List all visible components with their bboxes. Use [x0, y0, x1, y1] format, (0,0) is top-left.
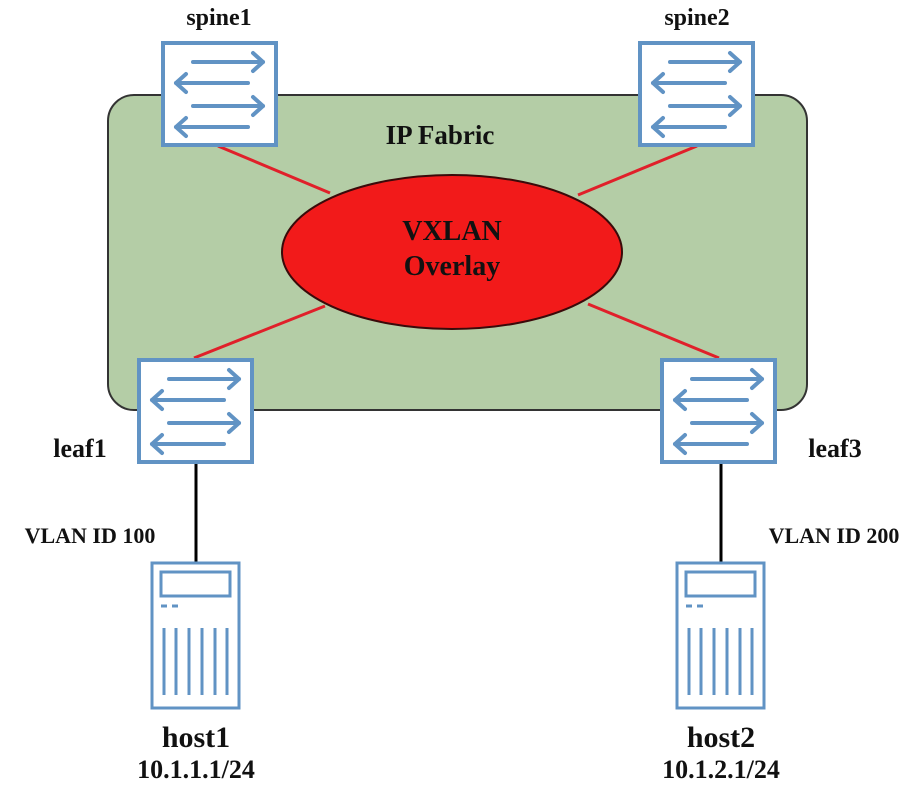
spine2-switch[interactable] [638, 41, 755, 147]
spine1-label: spine1 [186, 5, 251, 31]
leaf1-vlan-label: VLAN ID 100 [25, 523, 156, 548]
switch-icon [660, 358, 777, 464]
switch-icon [137, 358, 254, 464]
link-spine1-overlay [217, 144, 331, 195]
host1-server[interactable] [150, 561, 241, 710]
overlay-label-line2: Overlay [404, 251, 500, 282]
host1-label: host1 [162, 721, 230, 754]
spine1-switch[interactable] [161, 41, 278, 147]
leaf1-switch[interactable] [137, 358, 254, 464]
spine2-label: spine2 [664, 5, 729, 31]
ip-fabric-label: IP Fabric [386, 120, 495, 150]
leaf1-label: leaf1 [53, 434, 106, 463]
switch-icon [161, 41, 278, 147]
link-leaf1-overlay [193, 304, 326, 360]
server-icon [150, 561, 241, 710]
link-spine2-overlay [577, 144, 698, 197]
switch-icon [638, 41, 755, 147]
host2-label: host2 [687, 721, 755, 754]
vxlan-overlay [281, 174, 623, 330]
host2-ip: 10.1.2.1/24 [662, 755, 780, 784]
server-icon [675, 561, 766, 710]
leaf3-switch[interactable] [660, 358, 777, 464]
overlay-label-line1: VXLAN [402, 216, 502, 247]
host1-ip: 10.1.1.1/24 [137, 755, 255, 784]
leaf3-vlan-label: VLAN ID 200 [769, 523, 900, 548]
leaf3-label: leaf3 [808, 434, 861, 463]
host2-server[interactable] [675, 561, 766, 710]
link-leaf3-overlay [587, 302, 720, 360]
